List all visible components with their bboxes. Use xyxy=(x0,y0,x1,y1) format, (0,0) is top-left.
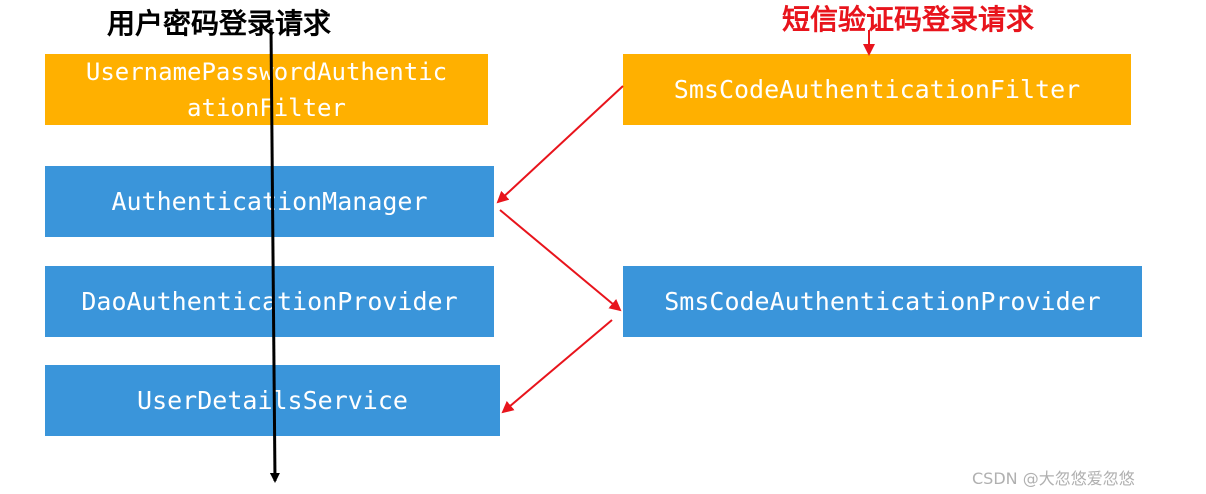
username-password-filter-label-line1: UsernamePasswordAuthentic xyxy=(85,57,448,86)
authentication-manager-label: AuthenticationManager xyxy=(111,186,428,216)
user-details-service-box: UserDetailsService xyxy=(45,365,500,436)
dao-authentication-provider-label: DaoAuthenticationProvider xyxy=(81,286,458,316)
dao-authentication-provider-box: DaoAuthenticationProvider xyxy=(45,266,494,337)
sms-code-authentication-filter-box: SmsCodeAuthenticationFilter xyxy=(623,54,1131,125)
sms-code-provider-label: SmsCodeAuthenticationProvider xyxy=(664,286,1101,316)
manager-to-sms-provider-arrow xyxy=(499,209,622,312)
sms-provider-to-user-details-arrow xyxy=(501,319,613,414)
username-password-authentication-filter-box: UsernamePasswordAuthentic ationFilter xyxy=(45,54,488,125)
sms-code-filter-label: SmsCodeAuthenticationFilter xyxy=(673,74,1081,104)
user-details-service-label: UserDetailsService xyxy=(137,385,408,415)
sms-login-request-title: 短信验证码登录请求 xyxy=(782,3,1035,36)
sms-code-authentication-provider-box: SmsCodeAuthenticationProvider xyxy=(623,266,1142,337)
authentication-manager-box: AuthenticationManager xyxy=(45,166,494,237)
password-flow-arrow xyxy=(269,27,280,483)
username-password-filter-label-line2: ationFilter xyxy=(187,93,346,122)
password-login-request-title: 用户密码登录请求 xyxy=(107,7,332,40)
csdn-watermark: CSDN @大忽悠爱忽悠 xyxy=(972,469,1135,488)
sms-filter-to-manager-arrow xyxy=(496,85,624,204)
